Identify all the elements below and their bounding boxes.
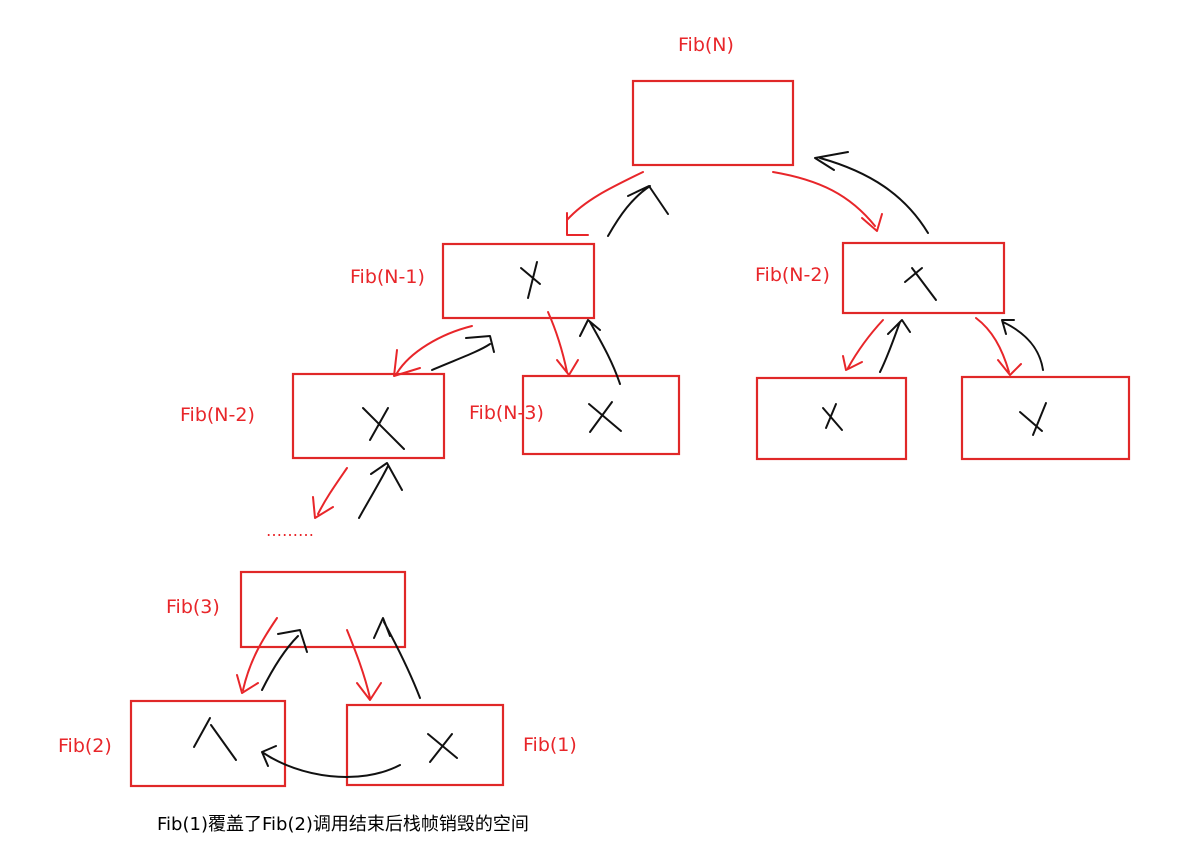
call-arrow-n-to-n2 (772, 171, 883, 232)
call-arrow-n2-to-rrright (975, 317, 1022, 376)
frame-box-fib-2 (129, 699, 287, 788)
return-arrow-rrleft-to-n2 (879, 319, 911, 373)
frame-box-rr-left (755, 376, 908, 461)
call-arrow-fib3-to-fib2 (236, 617, 278, 694)
return-arrow-down-to-n2left (358, 462, 403, 519)
cross-mark-fib-n-1 (520, 261, 541, 299)
call-arrow-n-to-n1 (566, 171, 644, 236)
cross-mark-fib-1 (427, 733, 458, 763)
call-arrow-n1-to-n3 (547, 311, 579, 376)
return-arrow-n1-to-n (607, 185, 669, 237)
frame-box-fib-n-2-left (291, 372, 446, 460)
return-arrow-n2left-to-n1 (431, 335, 495, 371)
diagram-caption: Fib(1)覆盖了Fib(2)调用结束后栈帧销毁的空间 (157, 814, 529, 835)
frame-box-fib-1 (345, 703, 505, 787)
call-arrow-n1-to-n2left (393, 325, 473, 377)
call-arrow-n2left-down (312, 467, 348, 519)
frame-box-fib-3 (239, 570, 407, 649)
label-fib-n-3: Fib(N-3) (469, 402, 544, 424)
return-arrow-n2-to-n (814, 151, 929, 234)
label-fib-n: Fib(N) (678, 34, 734, 56)
label-fib-n-2-left: Fib(N-2) (180, 404, 255, 426)
label-fib-1: Fib(1) (523, 734, 577, 756)
frame-box-rr-right (960, 375, 1131, 461)
cross-mark-fib-2 (193, 717, 237, 761)
label-fib-3: Fib(3) (166, 596, 220, 618)
label-fib-n-1: Fib(N-1) (350, 266, 425, 288)
label-fib-2: Fib(2) (58, 735, 112, 757)
return-arrow-rrright-to-n2 (1001, 319, 1044, 371)
return-arrow-fib2-to-fib3 (261, 629, 308, 691)
return-arrow-n3-to-n1 (579, 319, 621, 385)
cross-mark-fib-n-3 (588, 401, 622, 433)
label-fib-n-2-right: Fib(N-2) (755, 264, 830, 286)
reuse-arrow-fib1-to-fib2 (261, 745, 401, 778)
frame-box-fib-n-2-right (841, 241, 1006, 315)
call-arrow-fib3-to-fib1 (346, 629, 382, 701)
frame-box-fib-n-3 (521, 374, 681, 456)
cross-mark-fib-n-2-right (904, 267, 937, 301)
return-arrow-fib1-to-fib3 (373, 617, 421, 699)
frame-box-fib-n (631, 79, 795, 167)
cross-mark-fib-n-2-left (362, 407, 405, 450)
ellipsis-dots: ……… (266, 521, 314, 540)
cross-mark-rr-left (822, 403, 843, 431)
cross-mark-rr-right (1019, 402, 1047, 436)
call-arrow-n2-to-rrleft (842, 319, 884, 371)
frame-box-fib-n-1 (441, 242, 596, 320)
